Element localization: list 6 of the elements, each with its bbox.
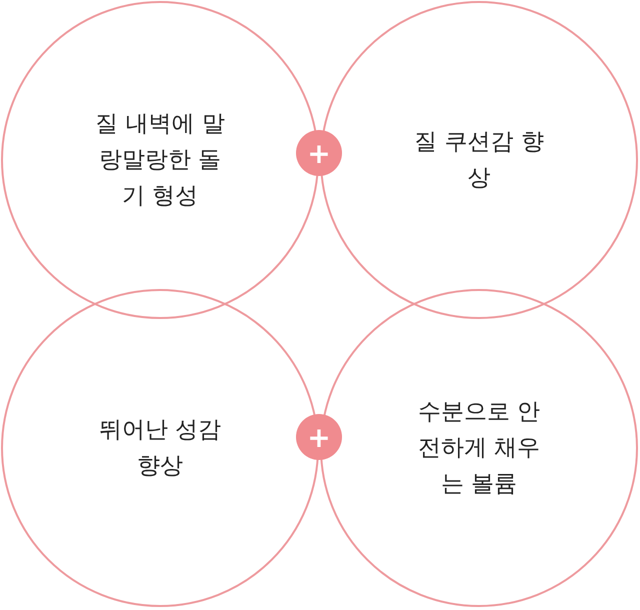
circle-text: 질 내벽에 말랑말랑한 돌기 형성 xyxy=(95,110,225,211)
circle-text: 질 쿠션감 향상 xyxy=(414,128,544,193)
plus-badge: + xyxy=(296,414,342,460)
circle-text: 수분으로 안전하게 채우는 볼륨 xyxy=(416,398,542,499)
circle-text: 뛰어난 성감 향상 xyxy=(98,416,222,481)
plus-badge: + xyxy=(296,130,342,176)
